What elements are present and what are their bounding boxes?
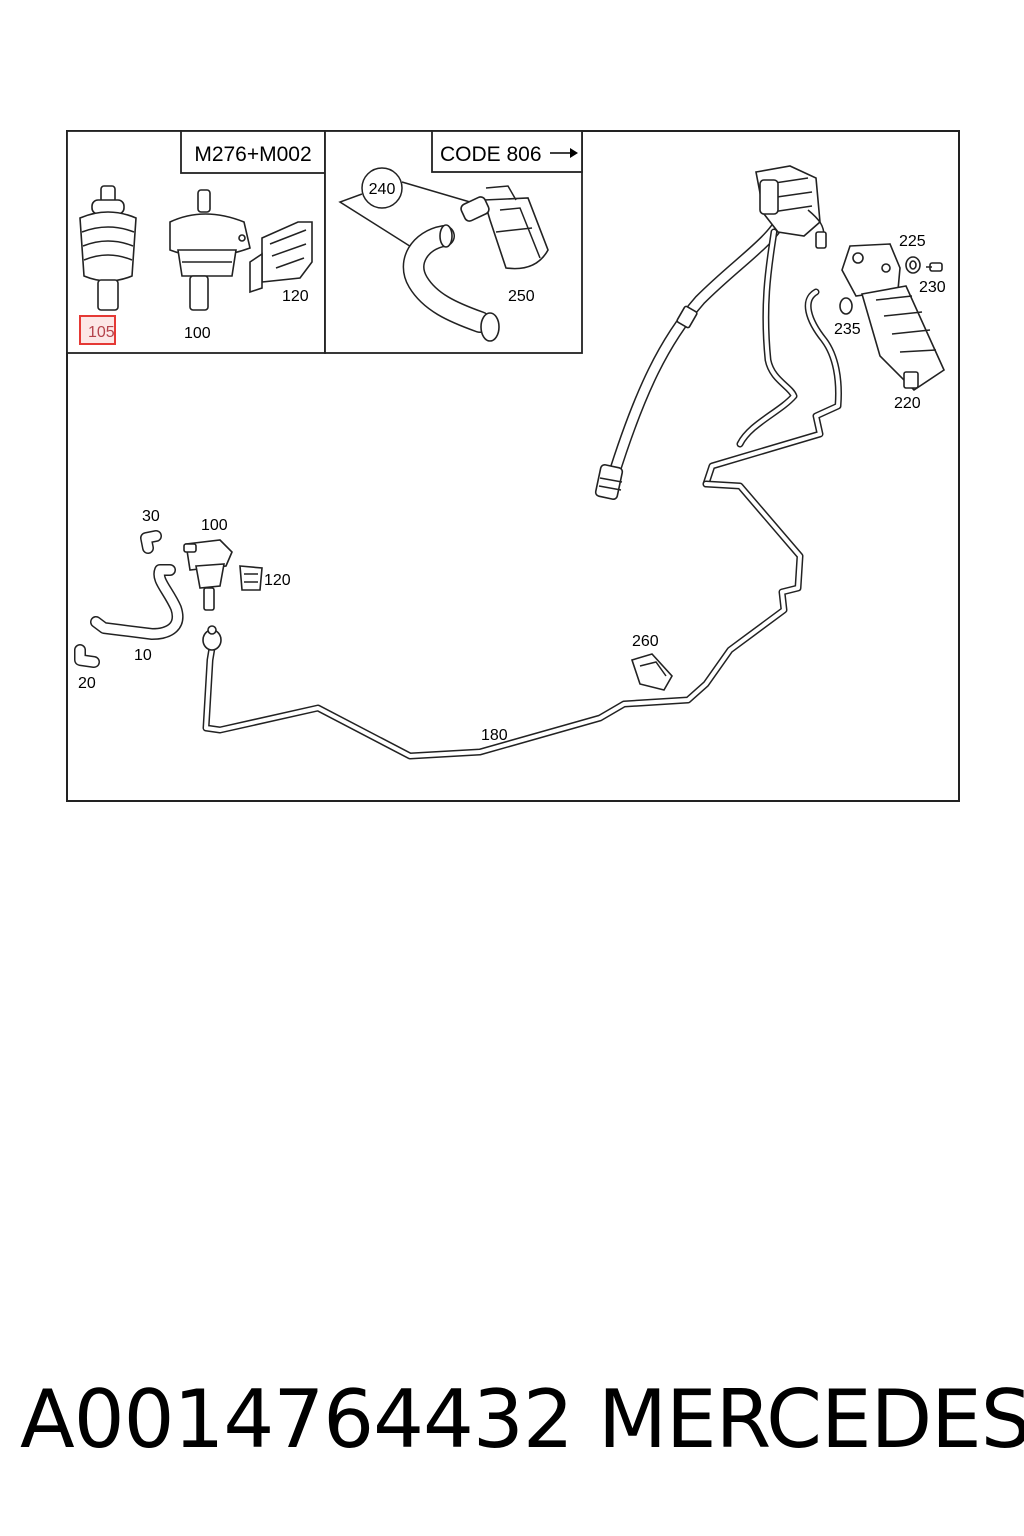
label-220[interactable]: 220 [894,395,921,412]
part-105-valve[interactable] [79,185,137,311]
label-100-main[interactable]: 100 [201,517,228,534]
label-10[interactable]: 10 [134,647,152,664]
part-number: A0014764432 [20,1373,574,1466]
part-120-main-bracket[interactable] [239,565,263,591]
part-100-main-valve[interactable] [183,539,233,611]
label-180[interactable]: 180 [481,727,508,744]
part-120-bracket[interactable] [249,221,313,294]
inset-right-header: CODE 806 [440,143,542,166]
line-235 [702,288,842,488]
leader-240 [338,181,471,251]
label-230[interactable]: 230 [919,279,946,296]
part-100-valve[interactable] [169,189,251,311]
label-250[interactable]: 250 [508,288,535,305]
part-180-line[interactable] [202,480,804,760]
inset-left-header: M276+M002 [194,143,311,166]
footer: A0014764432 MERCEDES [0,1370,1024,1470]
label-235[interactable]: 235 [834,321,861,338]
label-260[interactable]: 260 [632,633,659,650]
label-120-inset[interactable]: 120 [282,288,309,305]
label-240[interactable]: 240 [369,181,396,198]
part-220-canister[interactable] [841,243,946,392]
inset-right-header-box [431,130,583,173]
line-connector [202,625,222,651]
part-240-hose[interactable] [402,224,500,342]
label-120-main[interactable]: 120 [264,572,291,589]
label-225[interactable]: 225 [899,233,926,250]
filler-hose-main[interactable] [594,206,791,500]
brand-name: MERCEDES [598,1373,1024,1466]
callout-circle-240 [361,167,403,209]
part-235-grommet[interactable] [839,297,853,315]
part-230-screw[interactable] [926,262,943,272]
highlight-box-105 [79,315,116,345]
filler-neck-assembly[interactable] [755,165,827,249]
part-250-canister[interactable] [459,185,549,270]
label-100-inset[interactable]: 100 [184,325,211,342]
arrow-right-icon [550,148,578,158]
label-30[interactable]: 30 [142,508,160,525]
part-225-seal[interactable] [905,256,921,274]
part-260-clip[interactable] [630,653,673,691]
label-20[interactable]: 20 [78,675,96,692]
parts-diagram: M276+M002 105 100 120 CODE 806 240 [66,130,960,802]
inset-left-header-box [180,130,326,174]
label-105[interactable]: 105 [88,324,115,341]
